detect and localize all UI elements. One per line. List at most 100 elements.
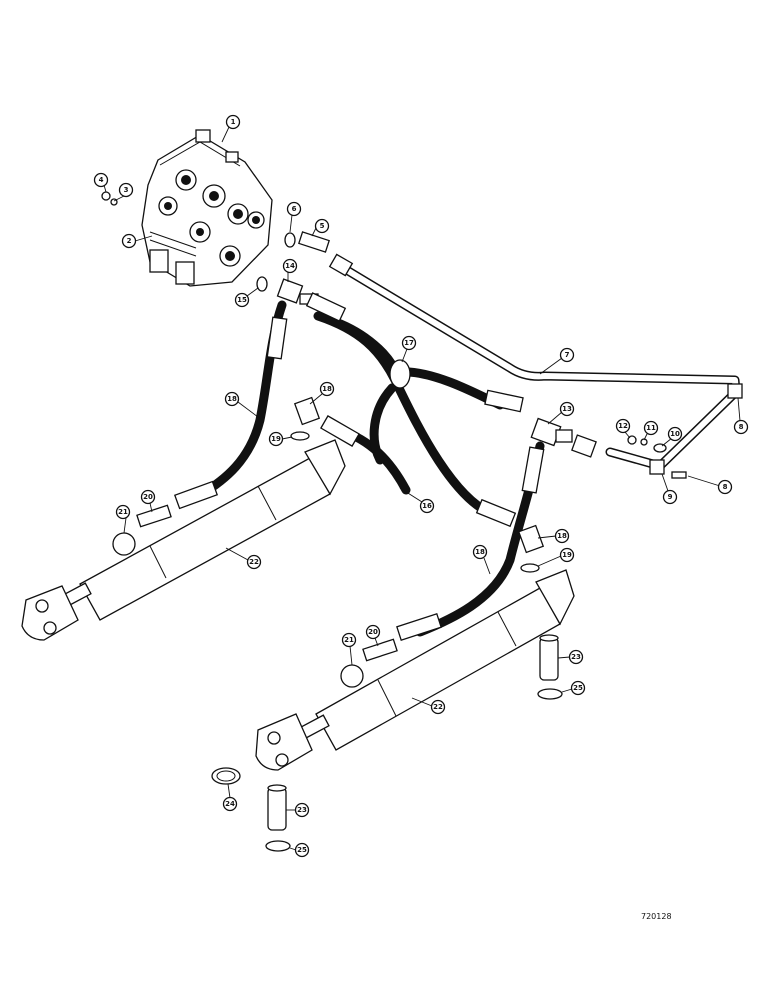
callout-circle — [419, 498, 435, 514]
callout-number: 24 — [225, 800, 235, 808]
callout-1: 1 — [225, 114, 241, 130]
callout-13: 13 — [559, 401, 575, 417]
callout-circle — [733, 419, 749, 435]
callout-16: 16 — [419, 498, 435, 514]
callout-circle — [93, 172, 109, 188]
nut-and-washer — [101, 191, 118, 206]
callout-circle — [615, 418, 631, 434]
callout-circle — [294, 802, 310, 818]
tee-fitting-13 — [530, 417, 573, 447]
callout-labels: 1234567889101112131415161718181818191920… — [93, 114, 749, 858]
callout-circle — [341, 632, 357, 648]
callout-number: 25 — [297, 846, 307, 854]
callout-number: 8 — [723, 483, 728, 491]
callout-circle — [234, 292, 250, 308]
callout-number: 22 — [433, 703, 443, 711]
callout-18: 18 — [319, 381, 335, 397]
callout-25: 25 — [570, 680, 586, 696]
callout-10: 10 — [667, 426, 683, 442]
callout-19: 19 — [268, 431, 284, 447]
callout-18: 18 — [554, 528, 570, 544]
callout-circle — [472, 544, 488, 560]
callout-circle — [268, 431, 284, 447]
callout-20: 20 — [140, 489, 156, 505]
callout-25: 25 — [294, 842, 310, 858]
callout-5: 5 — [314, 218, 330, 234]
o-ring-6 — [284, 232, 296, 248]
callout-circle — [667, 426, 683, 442]
callout-circle — [570, 680, 586, 696]
callout-number: 23 — [571, 653, 581, 661]
callout-circle — [225, 114, 241, 130]
callout-number: 3 — [124, 186, 129, 194]
callout-number: 18 — [227, 395, 237, 403]
callout-circle — [115, 504, 131, 520]
callout-circle — [286, 201, 302, 217]
callout-8: 8 — [717, 479, 733, 495]
callout-number: 18 — [557, 532, 567, 540]
callout-number: 17 — [404, 339, 414, 347]
callout-number: 18 — [475, 548, 485, 556]
callout-circle — [224, 391, 240, 407]
callout-number: 20 — [143, 493, 153, 501]
callout-circle — [365, 624, 381, 640]
callout-6: 6 — [286, 201, 302, 217]
callout-19: 19 — [559, 547, 575, 563]
callout-circle — [568, 649, 584, 665]
callout-circle — [294, 842, 310, 858]
callout-22: 22 — [430, 699, 446, 715]
callout-number: 16 — [422, 502, 432, 510]
callout-4: 4 — [93, 172, 109, 188]
callout-circle — [559, 401, 575, 417]
callout-circle — [717, 479, 733, 495]
callout-circle — [319, 381, 335, 397]
callout-20: 20 — [365, 624, 381, 640]
callout-number: 11 — [646, 424, 656, 432]
callout-8: 8 — [733, 419, 749, 435]
callout-14: 14 — [282, 258, 298, 274]
callout-number: 22 — [249, 558, 259, 566]
connector-5 — [298, 231, 330, 253]
callout-9: 9 — [662, 489, 678, 505]
callout-number: 1 — [231, 118, 236, 126]
callout-circle — [282, 258, 298, 274]
callout-number: 5 — [320, 222, 325, 230]
callout-21: 21 — [341, 632, 357, 648]
callout-18: 18 — [472, 544, 488, 560]
callout-number: 21 — [344, 636, 354, 644]
callout-circle — [246, 554, 262, 570]
callout-number: 4 — [99, 176, 104, 184]
callout-number: 8 — [739, 423, 744, 431]
callout-18: 18 — [224, 391, 240, 407]
tube-clamps — [627, 383, 743, 479]
callout-number: 7 — [565, 351, 570, 359]
callout-23: 23 — [294, 802, 310, 818]
drawing-number: 720128 — [641, 912, 672, 921]
o-rings-19 — [290, 431, 540, 573]
callout-number: 9 — [668, 493, 673, 501]
callout-number: 6 — [292, 205, 297, 213]
callout-number: 14 — [285, 262, 295, 270]
callout-2: 2 — [121, 233, 137, 249]
callout-12: 12 — [615, 418, 631, 434]
callout-circle — [554, 528, 570, 544]
callout-circle — [140, 489, 156, 505]
hose-fittings — [173, 292, 545, 641]
callout-23: 23 — [568, 649, 584, 665]
hydraulic-cylinder-left — [21, 439, 346, 641]
callout-number: 19 — [562, 551, 572, 559]
o-ring-15 — [256, 276, 268, 292]
callout-21: 21 — [115, 504, 131, 520]
callout-3: 3 — [118, 182, 134, 198]
callout-circle — [121, 233, 137, 249]
callout-circle — [314, 218, 330, 234]
pins-and-rings — [211, 634, 563, 852]
callout-circle — [430, 699, 446, 715]
elbow-fittings — [293, 396, 545, 554]
callout-number: 21 — [118, 508, 128, 516]
callout-7: 7 — [559, 347, 575, 363]
callout-number: 12 — [618, 422, 628, 430]
callout-number: 19 — [271, 435, 281, 443]
callout-circle — [643, 420, 659, 436]
